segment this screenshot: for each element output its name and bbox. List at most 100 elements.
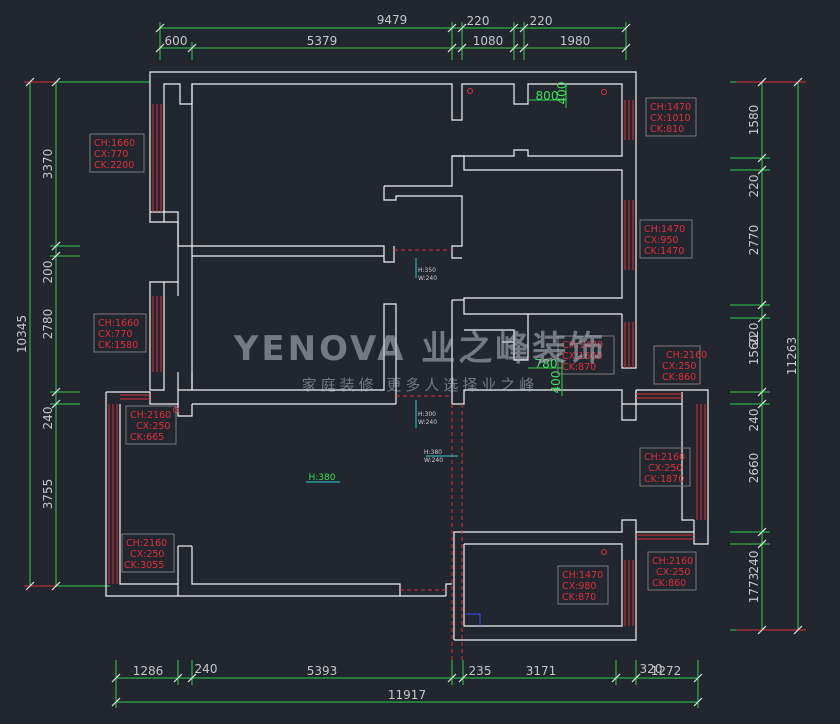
- window-10-ch: CH:2160: [652, 556, 693, 567]
- opening-3-w: W:240: [424, 457, 443, 464]
- window-4-cx: CX:250: [130, 549, 164, 560]
- window-10-cx: CX:250: [656, 567, 690, 578]
- dim-left-3755: 3755: [41, 479, 55, 510]
- top-dimension-labels: 9479 600 5379 220 1080 220 1980: [165, 13, 591, 48]
- window-tag-3: CH:2160 CX:250 CK:665: [125, 405, 177, 445]
- left-dimension-labels: 10345 3370 200 2780 240 3755: [15, 149, 55, 510]
- dim-green-h380: H:380: [309, 473, 336, 483]
- dim-left-240: 240: [41, 407, 55, 430]
- pipe-markers: [173, 88, 607, 555]
- window-tag-2: CH:1660 CX:770 CK:1580: [93, 313, 147, 353]
- window-2-ch: CH:1660: [98, 318, 139, 329]
- dim-bot-total: 11917: [388, 688, 426, 702]
- window-1-cx: CX:770: [94, 149, 128, 160]
- window-10-ck: CK:860: [652, 578, 686, 589]
- window-tag-6: CH:1470 CX:950 CK:1470: [639, 219, 693, 259]
- opening-2-h: H:300: [418, 411, 436, 418]
- window-11-cx: CX:980: [562, 581, 596, 592]
- dim-right-1560: 1560: [747, 335, 761, 366]
- dim-left-3370: 3370: [41, 149, 55, 180]
- door-openings: [394, 249, 463, 660]
- dim-top-600: 600: [165, 34, 188, 48]
- right-dimension-labels: 11263 1580 220 2770 1560 220 240 2660 24…: [747, 105, 799, 604]
- dimension-ticks: [25, 23, 803, 707]
- window-7-ck: CK:870: [562, 362, 596, 373]
- dim-bot-240: 240: [195, 662, 218, 676]
- window-tag-9: CH:2160 CX:250 CK:1870: [639, 447, 691, 487]
- window-4-ch: CH:2160: [126, 538, 167, 549]
- opening-1-w: W:240: [418, 275, 437, 282]
- dim-top-1980: 1980: [560, 34, 591, 48]
- dim-bot-3171: 3171: [526, 664, 557, 678]
- window-8-cx: CX:250: [662, 361, 696, 372]
- window-tag-5: CH:1470 CX:1010 CK:810: [645, 97, 697, 137]
- dim-right-2770: 2770: [747, 225, 761, 256]
- dim-right-240b: 240: [747, 551, 761, 574]
- watermark-slogan: 家庭装修 更多人选择业之峰: [302, 376, 539, 394]
- opening-labels: H:350 W:240 H:300 W:240 H:380 W:240: [415, 258, 458, 464]
- dim-green-400b: 400: [549, 371, 563, 394]
- walls: [105, 71, 709, 641]
- dim-top-220b: 220: [530, 14, 553, 28]
- dim-bot-235: 235: [469, 664, 492, 678]
- dim-top-5379: 5379: [307, 34, 338, 48]
- window-frames: [108, 100, 706, 626]
- dim-left-2780: 2780: [41, 309, 55, 340]
- watermark: YENOVA 业之峰装饰 家庭装修 更多人选择业之峰: [233, 329, 606, 394]
- window-8-ck: CK:860: [662, 372, 696, 383]
- window-9-cx: CX:250: [648, 463, 682, 474]
- window-tag-8: CH:2160 CX:250 CK:860: [653, 345, 707, 385]
- window-3-ch: CH:2160: [130, 410, 171, 421]
- window-3-cx: CX:250: [136, 421, 170, 432]
- window-2-cx: CX:770: [98, 329, 132, 340]
- window-tag-11: CH:1470 CX:980 CK:870: [557, 565, 609, 605]
- dim-top-total: 9479: [377, 13, 408, 27]
- window-6-ck: CK:1470: [644, 246, 684, 257]
- dim-green-780: 780: [535, 357, 558, 371]
- window-6-ch: CH:1470: [644, 224, 685, 235]
- dim-right-1580: 1580: [747, 105, 761, 136]
- dim-bot-5393: 5393: [307, 664, 338, 678]
- window-11-ck: CK:870: [562, 592, 596, 603]
- window-2-ck: CK:1580: [98, 340, 138, 351]
- bottom-dimension-labels: 1286 240 5393 235 3171 320 1272 11917: [133, 662, 682, 702]
- watermark-brand: YENOVA 业之峰装饰: [233, 329, 606, 369]
- green-annotations: 800 400 780 400 H:380: [306, 82, 569, 483]
- dim-right-2660: 2660: [747, 453, 761, 484]
- window-7-ch: CH:1470: [562, 340, 603, 351]
- dim-left-total: 10345: [15, 315, 29, 353]
- window-8-ch: CH:2160: [666, 350, 707, 361]
- dim-right-240: 240: [747, 409, 761, 432]
- window-spec-boxes: CH:1660 CX:770 CK:2200 CH:1660 CX:770 CK…: [89, 97, 707, 605]
- window-6-cx: CX:950: [644, 235, 678, 246]
- dim-right-1773: 1773: [747, 573, 761, 604]
- dim-green-800: 800: [536, 89, 559, 103]
- window-1-ck: CK:2200: [94, 160, 134, 171]
- dim-bot-1286: 1286: [133, 664, 164, 678]
- dim-right-total: 11263: [785, 337, 799, 375]
- dim-right-220a: 220: [747, 175, 761, 198]
- opening-3-h: H:380: [424, 449, 442, 456]
- window-1-ch: CH:1660: [94, 138, 135, 149]
- window-tag-4: CH:2160 CX:250 CK:3055: [121, 533, 175, 573]
- window-tag-10: CH:2160 CX:250 CK:860: [647, 551, 697, 591]
- dim-top-1080: 1080: [473, 34, 504, 48]
- window-11-ch: CH:1470: [562, 570, 603, 581]
- dim-green-400a: 400: [555, 82, 569, 105]
- window-9-ck: CK:1870: [644, 474, 684, 485]
- dim-right-220b: 220: [747, 323, 761, 346]
- dim-top-220a: 220: [467, 14, 490, 28]
- dim-bot-1272: 1272: [651, 664, 682, 678]
- window-4-ck: CK:3055: [124, 560, 164, 571]
- window-5-cx: CX:1010: [650, 113, 691, 124]
- window-5-ch: CH:1470: [650, 102, 691, 113]
- opening-2-w: W:240: [418, 419, 437, 426]
- window-tag-7: CH:1470 CX:1600 CK:870: [557, 335, 615, 375]
- window-5-ck: CK:810: [650, 124, 684, 135]
- dim-left-200: 200: [41, 261, 55, 284]
- window-3-ck: CK:665: [130, 432, 164, 443]
- window-9-ch: CH:2160: [644, 452, 685, 463]
- window-tag-1: CH:1660 CX:770 CK:2200: [89, 133, 145, 173]
- window-7-cx: CX:1600: [562, 351, 603, 362]
